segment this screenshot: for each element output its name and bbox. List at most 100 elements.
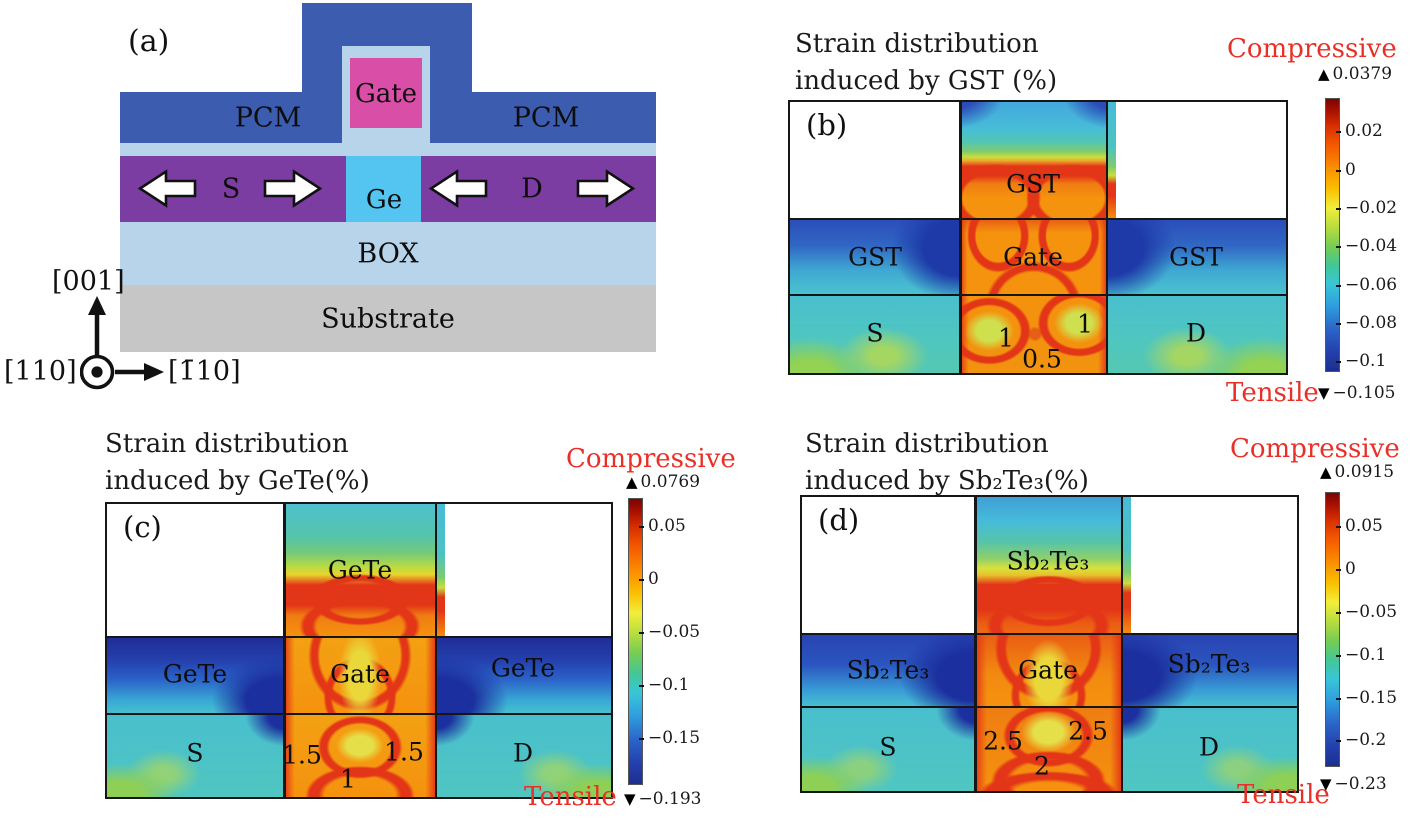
heatmap-cell-bottom-left xyxy=(107,714,284,797)
colorbar-tick-mark xyxy=(1336,740,1341,743)
gate-label: Gate xyxy=(1003,242,1063,272)
colorbar-tick-mark xyxy=(639,738,644,741)
drain-label: D xyxy=(1185,318,1207,348)
heatmap-cell-top-left xyxy=(802,497,975,634)
colorbar-tick-mark xyxy=(1336,323,1341,326)
material-label: GeTe xyxy=(162,659,228,689)
panel-b-strain-map: (b) GST GST Gate GST S 1 1 0.5 D xyxy=(788,100,1288,375)
box-layer xyxy=(120,222,656,285)
up-triangle-icon: ▲ xyxy=(1320,463,1332,481)
colorbar-tick-mark xyxy=(1336,169,1341,172)
grid-line xyxy=(107,635,611,638)
panel-c-title: Strain distribution induced by GeTe(%) xyxy=(105,426,370,500)
colorbar-tick-mark xyxy=(1336,208,1341,211)
grid-line xyxy=(790,217,1286,220)
colorbar-tick-mark xyxy=(1336,569,1341,572)
drain-label: D xyxy=(512,738,534,768)
colorbar-tick-label: −0.05 xyxy=(1345,602,1398,623)
oxide-strip xyxy=(120,143,656,156)
panel-c-strain-map: (c) GeTe GeTe Gate GeTe S 1.5 1.5 1 D xyxy=(105,502,613,799)
heatmap-cell-mid-right xyxy=(436,637,611,714)
strain-arrow-right-icon xyxy=(576,169,636,208)
colorbar-tick-label: −0.1 xyxy=(1345,644,1387,665)
heatmap-cell-top-right xyxy=(436,504,611,637)
colorbar-tick-label: 0.05 xyxy=(648,515,686,536)
colorbar-tick-mark xyxy=(1336,284,1341,287)
down-triangle-icon: ▼ xyxy=(1318,384,1330,402)
material-label: Sb₂Te₃ xyxy=(1006,546,1090,576)
panel-d-max-label: 0.0915 xyxy=(1334,462,1395,482)
channel-region xyxy=(346,156,421,222)
channel-label: Ge xyxy=(365,185,403,215)
down-triangle-icon: ▼ xyxy=(1320,775,1332,793)
grid-line xyxy=(107,712,611,715)
panel-d-min-value: ▼ −0.23 xyxy=(1320,774,1387,794)
heatmap-cell-mid-right xyxy=(1122,634,1297,707)
panel-b-letter: (b) xyxy=(806,108,848,142)
substrate-label: Substrate xyxy=(321,303,455,335)
heatmap-cell-bottom-left xyxy=(790,295,960,373)
heatmap-cell-mid-center xyxy=(960,219,1107,295)
panel-c-max-value: ▲ 0.0769 xyxy=(626,472,700,492)
colorbar-tick-mark xyxy=(1336,246,1341,249)
gate-label: Gate xyxy=(354,79,418,109)
panel-b-compressive-label: Compressive xyxy=(1227,34,1397,64)
contour-value-label: 2.5 xyxy=(983,726,1023,756)
material-label: Sb₂Te₃ xyxy=(1167,649,1251,679)
heatmap-cell-bottom-right xyxy=(1107,295,1286,373)
axis-110-label: [110] xyxy=(4,356,77,387)
panel-d-title-line1: Strain distribution xyxy=(805,429,1049,459)
axis-001-label: [001] xyxy=(52,266,125,297)
grid-line xyxy=(959,102,962,373)
heatmap-cell-mid-right xyxy=(1107,219,1286,295)
panel-b-min-label: −0.105 xyxy=(1332,383,1396,403)
material-label: Sb₂Te₃ xyxy=(846,655,930,685)
panel-c-min-value: ▼ −0.193 xyxy=(624,789,701,809)
contour-value-label: 1 xyxy=(998,323,1014,353)
material-label: GeTe xyxy=(327,555,393,585)
colorbar-tick-mark xyxy=(639,631,644,634)
colorbar-tick-label: −0.15 xyxy=(1345,687,1398,708)
colorbar-tick-label: −0.04 xyxy=(1345,236,1398,257)
panel-c-compressive-label: Compressive xyxy=(566,444,736,474)
heatmap-cell-top-right xyxy=(1107,102,1286,219)
contour-value-label: 2.5 xyxy=(1068,716,1108,746)
colorbar-tick-label: 0 xyxy=(648,568,659,589)
colorbar-tick-mark xyxy=(1336,361,1341,364)
panel-b-min-value: ▼ −0.105 xyxy=(1318,383,1395,403)
colorbar-gradient xyxy=(628,498,643,785)
strain-arrow-left-icon xyxy=(137,169,197,208)
panel-b-title: Strain distribution induced by GST (%) xyxy=(795,26,1057,100)
heatmap-cell-mid-left xyxy=(790,219,960,295)
box-label: BOX xyxy=(357,238,419,270)
contour-value-label: 0.5 xyxy=(1022,344,1062,374)
contour-value-label: 1 xyxy=(1077,309,1093,339)
heatmap-cell-top-right xyxy=(1122,497,1297,634)
heatmap-cell-top-left xyxy=(107,504,284,637)
panel-d-tensile-label: Tensile xyxy=(1237,780,1330,810)
gate-region xyxy=(350,58,422,128)
heatmap-bleed-strip xyxy=(1107,102,1116,219)
crystal-axes-icon xyxy=(80,296,164,390)
pcm-left-label: PCM xyxy=(234,102,302,134)
contour-value-label: 2 xyxy=(1034,751,1050,781)
contour-value-label: 1.5 xyxy=(282,740,322,770)
panel-d-letter: (d) xyxy=(818,503,860,537)
grid-line xyxy=(802,632,1297,635)
grid-line xyxy=(1120,497,1123,791)
panel-d-strain-map: (d) Sb₂Te₃ Sb₂Te₃ Gate Sb₂Te₃ S 2.5 2.5 … xyxy=(800,495,1299,793)
colorbar-tick-label: 0.05 xyxy=(1345,516,1383,537)
panel-c-max-label: 0.0769 xyxy=(640,472,701,492)
heatmap-cell-bottom-left xyxy=(802,707,975,791)
grid-line xyxy=(1105,102,1108,373)
colorbar-tick-mark xyxy=(639,685,644,688)
colorbar-tick-label: −0.2 xyxy=(1345,730,1387,751)
panel-d-compressive-label: Compressive xyxy=(1230,434,1400,464)
material-label: GST xyxy=(1169,242,1223,272)
colorbar-tick-label: −0.08 xyxy=(1345,313,1398,334)
colorbar-tick-mark xyxy=(1336,654,1341,657)
colorbar-tick-mark xyxy=(1336,697,1341,700)
panel-a-letter: (a) xyxy=(128,24,170,59)
heatmap-cell-bottom-center xyxy=(975,707,1122,791)
